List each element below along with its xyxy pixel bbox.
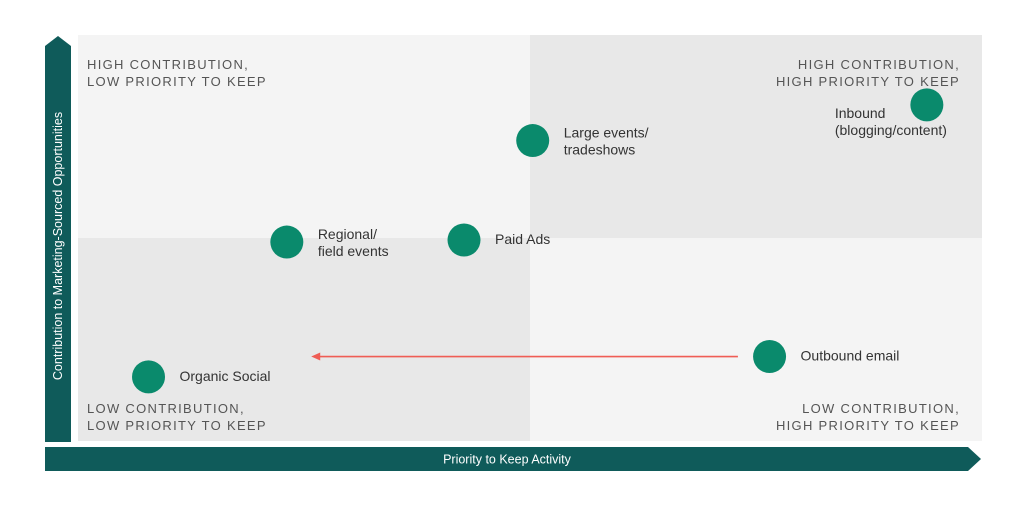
point-label: Inbound(blogging/content) <box>835 105 947 138</box>
quadrant-label-line: HIGH CONTRIBUTION, <box>798 57 960 72</box>
quadrant-label-line: LOW PRIORITY TO KEEP <box>87 74 267 89</box>
quadrant-backgrounds <box>78 35 982 441</box>
arrow-head <box>311 352 321 361</box>
y-axis-arrow <box>45 36 71 442</box>
point-label: Outbound email <box>801 348 900 364</box>
point-marker <box>447 223 481 257</box>
point-marker <box>132 360 166 394</box>
quadrant-label-top-left: HIGH CONTRIBUTION, LOW PRIORITY TO KEEP <box>87 57 267 89</box>
point-label: Paid Ads <box>495 231 550 247</box>
point-label-line: Large events/ <box>564 125 649 141</box>
quadrant-label-line: HIGH PRIORITY TO KEEP <box>776 418 960 433</box>
x-axis-label: Priority to Keep Activity <box>443 453 572 467</box>
quadrant-label-line: LOW CONTRIBUTION, <box>87 401 245 416</box>
point-marker <box>753 340 787 374</box>
point-label-line: Regional/ <box>318 226 377 242</box>
x-axis-arrow <box>45 447 981 471</box>
quadrant-bottom-right <box>530 238 982 441</box>
point-label-line: (blogging/content) <box>835 122 947 138</box>
point-label-line: field events <box>318 243 389 259</box>
quadrant-labels: HIGH CONTRIBUTION,LOW PRIORITY TO KEEPHI… <box>87 57 960 433</box>
y-axis-label: Contribution to Marketing-Sourced Opport… <box>51 112 65 380</box>
point-label: Regional/field events <box>318 226 389 259</box>
quadrant-label-bottom-left: LOW CONTRIBUTION, LOW PRIORITY TO KEEP <box>87 401 267 433</box>
point-label-line: Outbound email <box>801 348 900 364</box>
quadrant-top-left <box>78 35 530 238</box>
point-label-line: Inbound <box>835 105 886 121</box>
quadrant-label-line: HIGH CONTRIBUTION, <box>87 57 249 72</box>
point-marker <box>910 88 944 122</box>
point-label-line: Paid Ads <box>495 231 550 247</box>
point-marker <box>270 225 304 259</box>
quadrant-label-line: LOW CONTRIBUTION, <box>802 401 960 416</box>
point-label: Large events/tradeshows <box>564 125 649 158</box>
quadrant-label-top-right: HIGH CONTRIBUTION, HIGH PRIORITY TO KEEP <box>776 57 960 89</box>
quadrant-label-bottom-right: LOW CONTRIBUTION, HIGH PRIORITY TO KEEP <box>776 401 960 433</box>
point-label-line: Organic Social <box>180 368 271 384</box>
quadrant-top-right <box>530 35 982 238</box>
point-label: Organic Social <box>180 368 271 384</box>
quadrant-label-line: HIGH PRIORITY TO KEEP <box>776 74 960 89</box>
point-marker <box>516 124 550 158</box>
data-points: Inbound(blogging/content) Large events/tr… <box>132 88 947 394</box>
priority-arrow <box>311 352 738 361</box>
point-label-line: tradeshows <box>564 142 636 158</box>
quadrant-label-line: LOW PRIORITY TO KEEP <box>87 418 267 433</box>
quadrant-bottom-left <box>78 238 530 441</box>
